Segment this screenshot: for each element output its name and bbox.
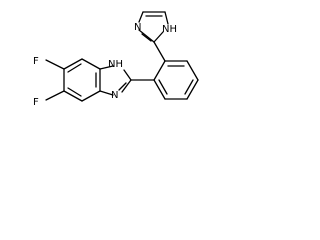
benzimidazole-imidazole-ring [99,65,132,96]
phenyl-imidazole-bond [153,41,166,62]
imidazole-nh-label: NH [162,24,177,35]
molecule-structure: F F NH N NH N [33,11,199,108]
imidazole-ring [138,11,169,43]
phenyl-ring [153,60,199,100]
benzimidazole-n-label: N [111,90,118,101]
fluorine-bottom-label: F [33,97,39,108]
fluorine-top-label: F [33,56,39,67]
benzimidazole-nh-label: NH [108,59,123,70]
imidazole-n-label: N [134,22,141,33]
fluorine-bonds [45,59,65,101]
benzimidazole-benzene-ring [63,58,101,102]
